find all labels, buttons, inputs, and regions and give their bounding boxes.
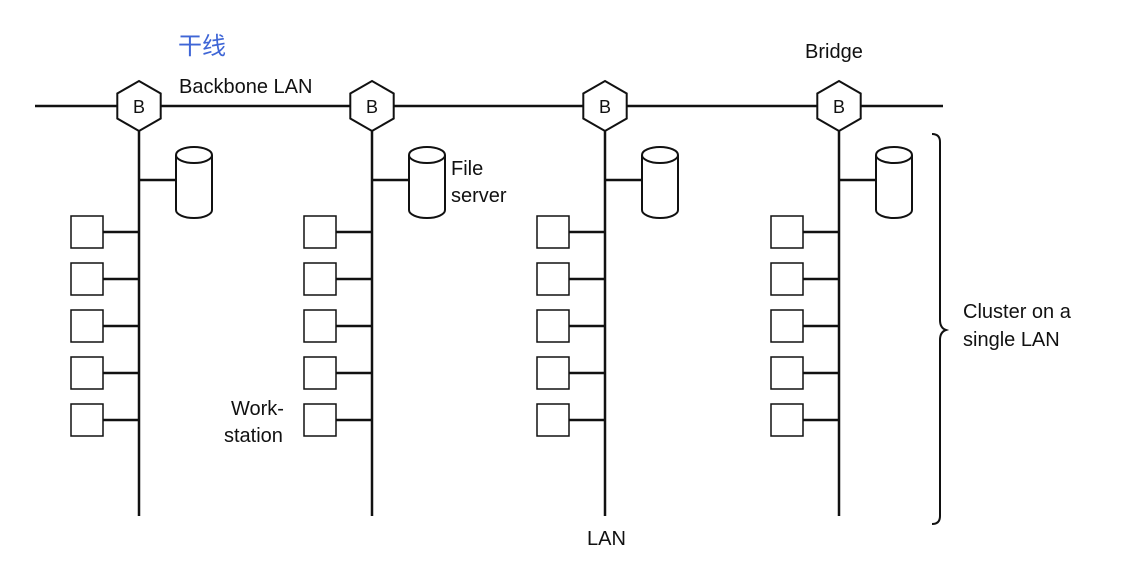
file-server-top-1 <box>175 146 213 164</box>
cluster-brace <box>931 133 950 525</box>
workstation-box <box>536 215 570 249</box>
cluster-label-line1: Cluster on a <box>963 301 1071 323</box>
workstation-box <box>770 403 804 437</box>
workstation-box <box>536 403 570 437</box>
workstation-label-line1: Work- <box>231 398 284 420</box>
workstation-box <box>70 403 104 437</box>
workstation-box <box>303 403 337 437</box>
annotation-text: 干线 <box>178 32 226 60</box>
bridge-label: Bridge <box>805 41 863 63</box>
workstation-label-line2: station <box>224 425 283 447</box>
bridge-node-1 <box>116 79 162 133</box>
workstation-box <box>536 262 570 296</box>
file-server-label-line2: server <box>451 185 507 207</box>
bridge-node-letter: B <box>366 97 378 117</box>
workstation-box <box>70 356 104 390</box>
file-server-cylinder-3 <box>641 155 679 219</box>
backbone-lan-label: Backbone LAN <box>179 76 313 98</box>
workstation-box <box>70 215 104 249</box>
bridge-node-letter: B <box>599 97 611 117</box>
bridge-node-letter: B <box>133 97 145 117</box>
file-server-cylinder-4 <box>875 155 913 219</box>
workstation-box <box>70 262 104 296</box>
bridge-node-3 <box>582 79 628 133</box>
workstation-box <box>303 309 337 343</box>
workstation-box <box>770 356 804 390</box>
workstation-box <box>303 356 337 390</box>
file-server-label-line1: File <box>451 158 484 180</box>
workstation-box <box>536 356 570 390</box>
workstation-box <box>303 262 337 296</box>
workstation-box <box>536 309 570 343</box>
file-server-top-3 <box>641 146 679 164</box>
file-server-top-4 <box>875 146 913 164</box>
file-server-top-2 <box>408 146 446 164</box>
file-server-cylinder-1 <box>175 155 213 219</box>
workstation-box <box>70 309 104 343</box>
bridge-node-letter: B <box>833 97 845 117</box>
workstation-box <box>303 215 337 249</box>
bridge-node-4 <box>816 79 862 133</box>
workstation-box <box>770 262 804 296</box>
workstation-box <box>770 215 804 249</box>
cluster-label-line2: single LAN <box>963 329 1060 351</box>
file-server-cylinder-2 <box>408 155 446 219</box>
lan-label: LAN <box>587 528 626 550</box>
bridge-node-2 <box>349 79 395 133</box>
workstation-box <box>770 309 804 343</box>
